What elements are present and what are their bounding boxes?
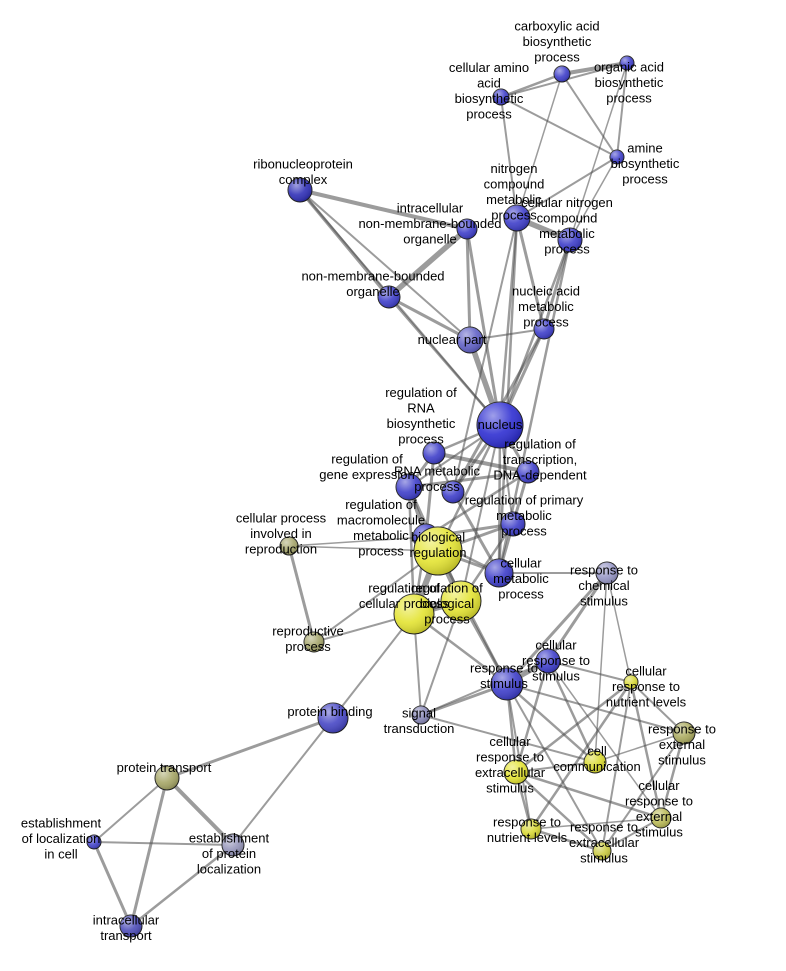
edge-cellular_metabolic--nucleus xyxy=(497,423,502,575)
edge-repro_cellular_process--biological_regulation xyxy=(288,545,439,552)
edge-amino_acid--amine xyxy=(500,96,618,158)
edge-protein_transport--est_localization_cell xyxy=(93,777,168,843)
edge-reg_biological_process--nucleus xyxy=(460,424,501,602)
edge-cellular_resp_nutrient--cellular_resp_external xyxy=(629,680,663,820)
edge-cellular_resp_stimulus--cellular_resp_nutrient xyxy=(547,660,632,683)
edge-nitrogen_compound--nucleic_acid xyxy=(515,216,546,331)
edge-cellular_resp_extracellular--cell_communication xyxy=(515,761,596,773)
edge-resp_extracellular--cellular_resp_extracellular xyxy=(514,770,604,853)
edge-resp_external--resp_extracellular xyxy=(601,732,685,852)
node-label-nucleus: nucleus xyxy=(478,417,523,432)
edge-cellular_resp_nutrient--cellular_resp_extracellular xyxy=(514,680,633,774)
edge-amine--nitrogen_compound xyxy=(516,156,618,219)
edge-carboxylic_acid--amino_acid xyxy=(499,72,564,99)
edge-resp_stimulus--resp_chemical xyxy=(505,571,609,686)
edge-organic_acid--cellular_nitrogen xyxy=(569,62,628,241)
edge-resp_stimulus--resp_nutrient xyxy=(506,683,532,830)
edge-cell_communication--signal_transduction xyxy=(420,714,596,763)
edge-reg_transcription--reg_gene_expression xyxy=(407,470,530,489)
edge-rnp_complex--intracellular_organelle xyxy=(298,188,469,231)
edge-est_localization_cell--intracellular_transport xyxy=(92,840,133,928)
edge-cellular_resp_stimulus--signal_transduction xyxy=(420,660,549,716)
edge-reg_transcription--reg_macromolecule xyxy=(424,470,530,539)
edge-nmb_organelle--nuclear_part xyxy=(387,295,472,342)
edge-organic_acid--amine xyxy=(616,62,628,158)
edge-amine--cellular_nitrogen xyxy=(569,156,618,241)
edge-cellular_resp_stimulus--cellular_resp_extracellular xyxy=(514,659,550,774)
edge-layer xyxy=(92,61,686,928)
edge-est_localization_cell--est_protein_localization xyxy=(93,841,234,846)
edge-nitrogen_compound--rna_metabolic xyxy=(452,217,518,493)
edge-protein_binding--protein_transport xyxy=(165,716,335,780)
edge-protein_binding--est_protein_localization xyxy=(232,717,334,846)
edge-resp_external--cell_communication xyxy=(594,732,685,763)
node-label-nuclear_part: nuclear part xyxy=(418,332,487,347)
edge-carboxylic_acid--amine xyxy=(561,73,618,158)
edge-repro_cellular_process--reg_macromolecule xyxy=(288,536,427,547)
edge-intracellular_organelle--nmb_organelle xyxy=(386,226,470,300)
edge-carboxylic_acid--organic_acid xyxy=(560,61,629,76)
edge-protein_transport--intracellular_transport xyxy=(129,776,169,928)
edge-reg_rna_biosynthetic--reg_macromolecule xyxy=(424,451,436,539)
edge-cellular_resp_extracellular--cellular_resp_external xyxy=(514,770,663,820)
node-label-protein_transport: protein transport xyxy=(117,760,212,775)
edge-intracellular_organelle--nucleus xyxy=(465,227,502,427)
edge-amino_acid--nitrogen_compound xyxy=(500,96,518,219)
node-carboxylic_acid[interactable] xyxy=(553,65,571,83)
edge-est_protein_localization--intracellular_transport xyxy=(129,843,235,928)
edge-cellular_resp_nutrient--resp_nutrient xyxy=(529,680,633,831)
edge-rnp_complex--nuclear_part xyxy=(299,189,471,341)
edge-cell_communication--resp_chemical xyxy=(594,572,608,763)
edge-carboxylic_acid--nitrogen_compound xyxy=(516,73,563,219)
node-label-protein_binding: protein binding xyxy=(287,704,372,719)
edge-resp_chemical--cellular_resp_nutrient xyxy=(606,572,632,683)
edge-repro_cellular_process--reproductive_process xyxy=(287,544,316,644)
edge-cellular_resp_stimulus--resp_chemical xyxy=(546,571,609,663)
edge-resp_nutrient--resp_extracellular xyxy=(529,827,604,853)
edge-resp_external--cellular_resp_external xyxy=(659,731,686,820)
edge-intracellular_organelle--nuclear_part xyxy=(465,227,472,342)
edge-resp_nutrient--cellular_resp_external xyxy=(530,817,662,830)
edge-reproductive_process--reg_biological_process xyxy=(313,600,462,643)
